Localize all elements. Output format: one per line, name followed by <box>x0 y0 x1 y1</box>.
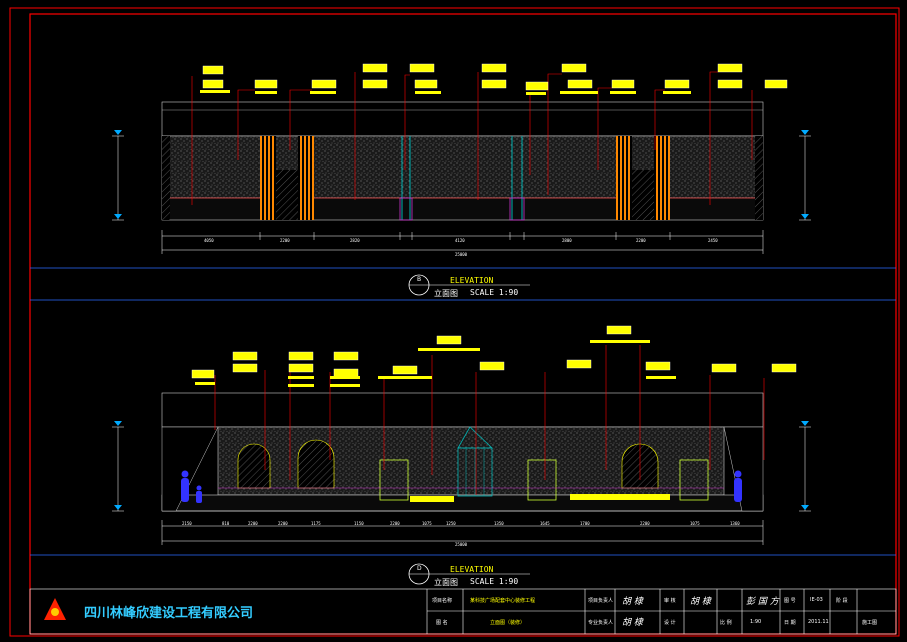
elevation-d <box>112 325 811 545</box>
project-value: 某科技广场配套中心装修工程 <box>470 598 536 604</box>
elevation-d-dim: 2200 <box>248 521 258 526</box>
elevation-d-dim: 810 <box>222 521 230 526</box>
title-block <box>29 588 897 635</box>
project-label: 项目名称 <box>432 598 453 604</box>
signature-3: 胡 棣 <box>690 597 711 607</box>
elevation-d-dim: 2200 <box>278 521 288 526</box>
signature-2: 胡 棣 <box>622 618 643 628</box>
date-value: 2011.11 <box>808 619 829 625</box>
elevation-b-dim: 2820 <box>350 238 360 243</box>
drawing-value: 立面图（装修） <box>490 620 526 626</box>
elevation-b-total-dim: 25000 <box>455 252 468 257</box>
elevation-b-scale: SCALE 1:90 <box>470 288 519 297</box>
company-name: 四川林峰欣建设工程有限公司 <box>84 606 254 621</box>
elevation-d-dim: 1175 <box>311 521 321 526</box>
elevation-d-dim: 1645 <box>540 521 550 526</box>
elevation-d-total-dim: 25000 <box>455 542 468 547</box>
design-label: 设 计 <box>664 620 676 626</box>
elevation-d-dim: 2200 <box>390 521 400 526</box>
elevation-b-dim: 4120 <box>455 238 465 243</box>
elevation-b-title: ELEVATION <box>450 276 494 285</box>
elevation-d-dim: 1350 <box>494 521 504 526</box>
elevation-d-dim: 1075 <box>422 521 432 526</box>
elevation-d-dim: 1250 <box>446 521 456 526</box>
professional-lead-label: 专业负责人 <box>588 620 614 626</box>
elevation-b-dim: 4050 <box>204 238 214 243</box>
scale-label: 比 例 <box>720 620 732 626</box>
elevation-b-subtitle: 立面图 <box>434 289 458 298</box>
elevation-d-dim: 1360 <box>730 521 740 526</box>
elevation-b-dim: 2800 <box>562 238 572 243</box>
elevation-d-dim: 1150 <box>354 521 364 526</box>
elevation-b <box>112 63 811 254</box>
drawing-no-value: IE-03 <box>810 597 823 603</box>
project-lead-label: 项目负责人 <box>588 598 614 604</box>
elevation-d-dim: 1700 <box>580 521 590 526</box>
elevation-b-dim: 2450 <box>708 238 718 243</box>
signature-1: 胡 棣 <box>622 597 643 607</box>
elevation-d-scale: SCALE 1:90 <box>470 577 519 586</box>
elevation-d-dim: 1075 <box>690 521 700 526</box>
elevation-b-dim: 2200 <box>280 238 290 243</box>
elevation-b-letter: B <box>417 276 422 283</box>
elevation-b-dim: 2200 <box>636 238 646 243</box>
elevation-d-subtitle: 立面图 <box>434 578 458 587</box>
elevation-d-dim: 2150 <box>182 521 192 526</box>
date-label: 日 期 <box>784 620 796 626</box>
company-logo-icon <box>44 598 66 620</box>
drawing-label: 图 名 <box>436 620 448 626</box>
drawing-no-label: 图 号 <box>784 598 796 604</box>
elevation-d-title: ELEVATION <box>450 565 494 574</box>
stage-label: 阶 段 <box>836 598 848 604</box>
scale-value: 1:90 <box>750 619 762 625</box>
signature-4: 彭 国 方 <box>746 597 779 607</box>
elevation-d-letter: D <box>417 565 422 572</box>
stage-value: 施工图 <box>862 620 878 626</box>
outer-frame <box>9 7 900 637</box>
elevation-d-dim: 2200 <box>640 521 650 526</box>
check-label: 审 核 <box>664 598 676 604</box>
